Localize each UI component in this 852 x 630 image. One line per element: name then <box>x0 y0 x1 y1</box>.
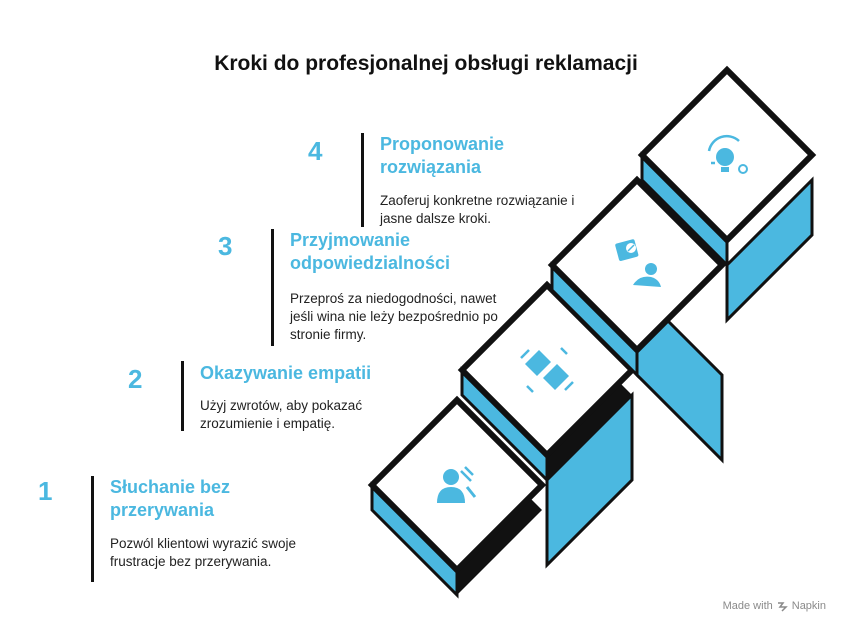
step-number: 2 <box>128 364 143 394</box>
step-heading: Przyjmowanie odpowiedzialności <box>290 230 451 273</box>
page-title: Kroki do profesjonalnej obsługi reklamac… <box>214 52 638 75</box>
apology-sign-icon <box>615 239 661 287</box>
step-heading: Okazywanie empatii <box>200 363 372 383</box>
listening-person-icon <box>437 466 477 503</box>
step-heading: Proponowanie rozwiązania <box>380 134 505 177</box>
step-number: 3 <box>218 231 233 261</box>
step-description: Pozwól klientowi wyrazić swoje frustracj… <box>110 536 297 569</box>
handshake-icon <box>520 347 574 393</box>
step-divider <box>271 229 274 346</box>
made-with-label: Made with <box>722 600 773 612</box>
napkin-footer[interactable]: Made with Napkin <box>723 600 826 612</box>
stair-step-2 <box>457 280 637 569</box>
lightbulb-idea-icon <box>707 134 748 174</box>
napkin-logo-icon <box>777 601 788 612</box>
step-number: 4 <box>308 136 323 166</box>
step-number: 1 <box>38 476 53 506</box>
step-description: Przeproś za niedogodności, nawet jeśli w… <box>290 291 498 342</box>
stair-step-3 <box>547 175 727 464</box>
stair-step-1 <box>367 395 547 599</box>
step-divider <box>361 133 364 227</box>
napkin-brand-label: Napkin <box>791 600 826 612</box>
step-description: Użyj zwrotów, aby pokazać zrozumienie i … <box>200 398 363 431</box>
step-description: Zaoferuj konkretne rozwiązanie i jasne d… <box>380 193 575 226</box>
step-heading: Słuchanie bez przerywania <box>110 477 231 520</box>
step-divider <box>181 361 184 431</box>
step-divider <box>91 476 94 582</box>
